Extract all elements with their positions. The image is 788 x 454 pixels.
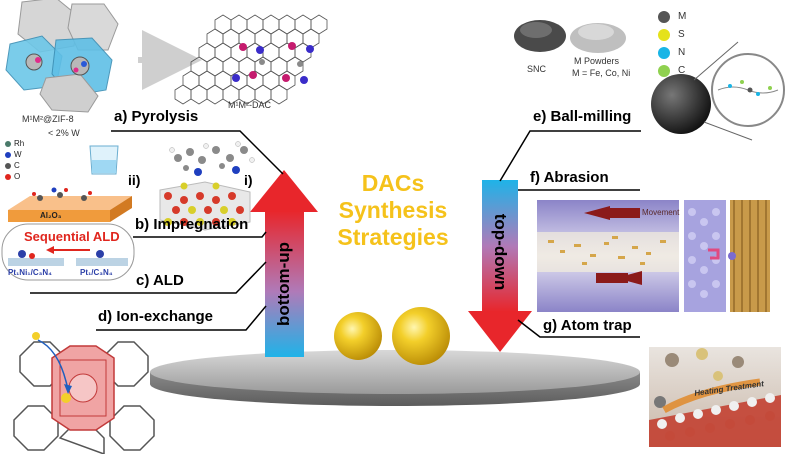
milling-ball-image [651,41,785,141]
legend-s-label: S [678,29,685,40]
platform-disc [150,350,640,406]
legend-n-dot [658,47,670,59]
method-ald: c) ALD [136,272,184,289]
metal-powder-image [570,23,626,53]
powders-label: M Powders [574,56,620,66]
legend-n-label: N [678,47,686,58]
title-line-1: DACs [361,170,425,196]
top-down-arrow [468,180,532,352]
legend-c-label: C [14,161,20,170]
metals-label: M = Fe, Co, Ni [572,68,631,78]
gold-atom-left [334,312,382,360]
zif8-label: M¹M²@ZIF-8 [22,114,74,124]
loading-label: < 2% W [48,128,80,138]
top-down-label: top-down [491,213,510,291]
dac-metal-sites [232,42,314,84]
method-atom-trap: g) Atom trap [543,317,632,334]
abrasion-image [537,200,770,312]
legend-o-label: O [14,172,21,181]
method-ball-milling: e) Ball-milling [533,108,632,125]
legend-c2-dot [658,65,670,77]
legend-c2-label: C [678,65,686,76]
bottom-up-label: bottom-up [274,241,293,327]
right-leader-lines [499,130,641,338]
legend-m-label: M [678,11,687,22]
title-line-3: Strategies [337,224,449,250]
step-i-label: i) [244,172,253,188]
legend-w-label: W [14,150,22,159]
method-impregnation: b) Impregnation [135,216,249,233]
legend-c-dot [5,163,11,169]
movement-label: Movement [642,208,680,217]
step-ii-label: ii) [128,172,141,188]
legend-rh-label: Rh [14,139,25,148]
title-line-2: Synthesis [338,197,448,223]
zif8-precursor-image [5,0,119,113]
legend-m-dot [658,11,670,23]
ald-header: Sequential ALD [24,229,120,244]
impregnation-cluster-image [159,141,255,231]
gold-atom-right [392,307,450,365]
legend-rh-dot [5,141,11,147]
legend-w-dot [5,152,11,158]
left-leader-lines [30,130,284,331]
snc-label: SNC [527,64,547,74]
legend-s-dot [658,29,670,41]
ald-panel [1,223,135,281]
sodalite-cage [32,332,115,431]
snc-powder-image [514,20,566,52]
atom-trap-image [649,347,781,447]
method-abrasion: f) Abrasion [530,169,609,186]
beaker-icon [89,145,119,175]
legend-o-dot [5,174,11,180]
bottom-up-arrow [250,170,318,357]
method-ion-exchange: d) Ion-exchange [98,308,214,325]
method-pyrolysis: a) Pyrolysis [114,108,199,125]
dac-label: M¹M²-DAC [228,100,271,110]
ald-left-product: Pt₁Ni₁/C₃N₄ [8,268,52,277]
dac-lattice-image [174,14,328,105]
substrate-label: Al₂O₃ [40,211,62,220]
al2o3-substrate [8,187,132,222]
ald-right-product: Pt₁/C₃N₄ [80,268,113,277]
